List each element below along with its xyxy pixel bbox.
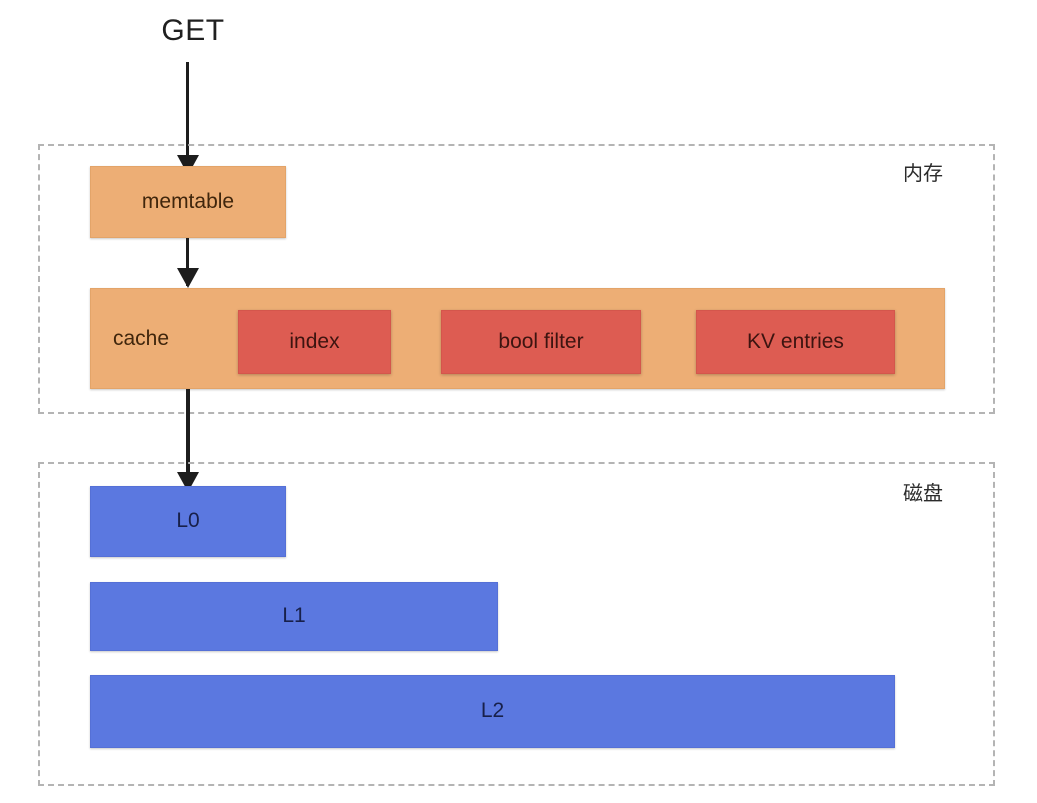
cache-component-index-label: index xyxy=(289,329,340,353)
cache-component-bool-filter-label: bool filter xyxy=(498,329,584,353)
level-box-l2[interactable]: L2 xyxy=(90,675,895,748)
arrow-memtable-to-cache-shaft xyxy=(186,238,189,286)
cache-component-kv-entries[interactable]: KV entries xyxy=(696,310,895,374)
arrow-memtable-to-cache-head-icon xyxy=(177,268,199,288)
cache-label: cache xyxy=(113,326,170,350)
level-box-l1[interactable]: L1 xyxy=(90,582,498,651)
level-box-l0[interactable]: L0 xyxy=(90,486,286,557)
memtable-label: memtable xyxy=(141,189,235,213)
level-label-l2: L2 xyxy=(480,699,505,723)
disk-zone xyxy=(38,462,995,786)
level-label-l1: L1 xyxy=(282,604,306,628)
arrow-cache-to-l0-shaft xyxy=(186,389,190,492)
memtable-box[interactable]: memtable xyxy=(90,166,286,238)
memory-zone-label: 内存 xyxy=(903,163,943,185)
cache-component-kv-entries-label: KV entries xyxy=(747,329,844,353)
disk-zone-label: 磁盘 xyxy=(903,483,943,505)
level-label-l0: L0 xyxy=(176,509,200,533)
arrow-get-to-memtable-shaft xyxy=(186,62,189,172)
memory-zone xyxy=(38,144,995,414)
get-request-label: GET xyxy=(161,14,225,47)
cache-component-index[interactable]: index xyxy=(238,310,391,374)
cache-component-bool-filter[interactable]: bool filter xyxy=(441,310,641,374)
